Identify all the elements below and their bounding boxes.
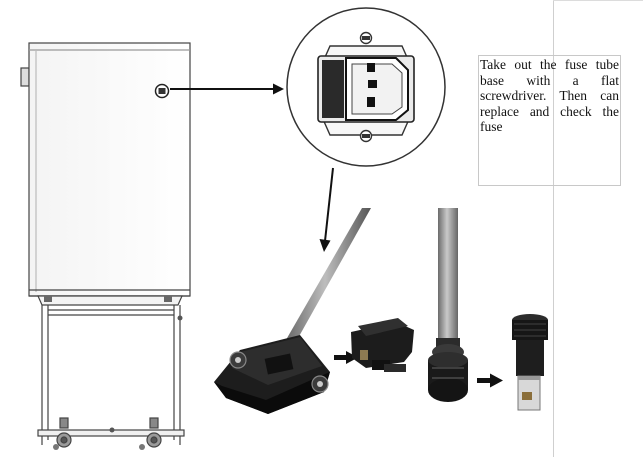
step-arrow-2 xyxy=(477,373,503,388)
arrow-to-steps xyxy=(319,167,334,252)
step-screwdriver-pry xyxy=(214,208,371,414)
cabinet-stand xyxy=(37,305,185,445)
arrow-to-detail xyxy=(170,83,284,95)
step-fuse-drawer xyxy=(351,318,414,372)
cabinet-handle xyxy=(20,67,30,87)
cabinet-drawing xyxy=(20,42,191,450)
power-inlet-detail xyxy=(286,7,446,167)
instruction-note: Take out the fuse tube base with a flat … xyxy=(478,55,621,186)
page-margin-line xyxy=(553,0,554,457)
page-margin-line-top xyxy=(553,0,643,1)
step-fuse-cap xyxy=(512,314,548,411)
step-fuse-cap-tool xyxy=(428,208,468,402)
cabinet-wheels xyxy=(53,417,162,450)
cabinet-body xyxy=(28,42,191,297)
